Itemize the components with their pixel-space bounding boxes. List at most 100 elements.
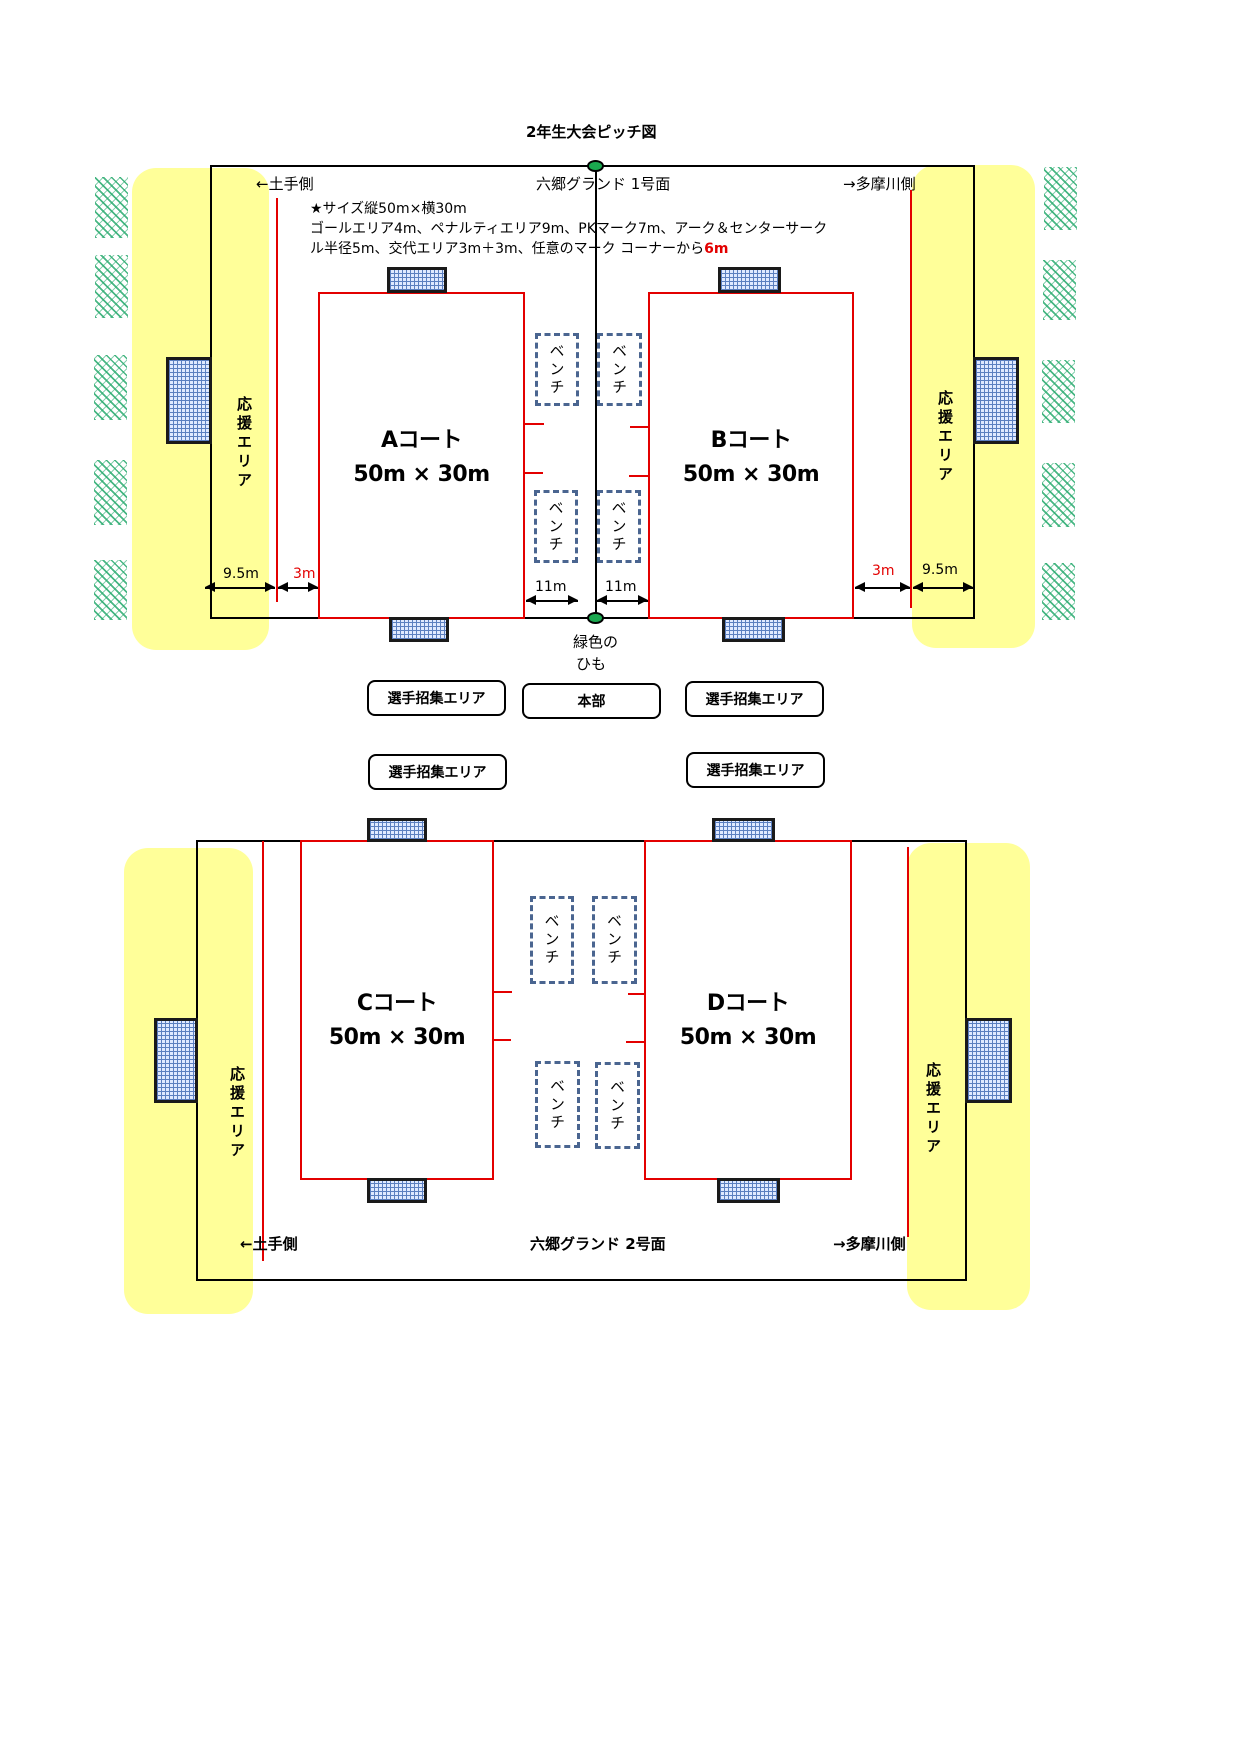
court-d: Dコート 50m × 30m bbox=[644, 840, 852, 1180]
bench: ベンチ bbox=[535, 1061, 580, 1148]
tree-icon bbox=[1043, 260, 1076, 320]
player-assembly-area-1: 選手招集エリア bbox=[367, 680, 506, 716]
tree-icon bbox=[94, 560, 127, 620]
bench-label: ベンチ bbox=[608, 1078, 626, 1133]
bench: ベンチ bbox=[592, 896, 637, 984]
spec-note-line-3-text: ル半径5m、交代エリア3m＋3m、任意のマーク コーナーから bbox=[310, 241, 705, 257]
bench: ベンチ bbox=[534, 490, 578, 563]
dimension-arrow bbox=[855, 583, 910, 591]
direction-right-label: →多摩川側 bbox=[833, 1235, 906, 1253]
goal-net-icon bbox=[166, 357, 212, 444]
headquarters: 本部 bbox=[522, 683, 661, 719]
goal-net-icon bbox=[722, 617, 785, 642]
bench: ベンチ bbox=[597, 490, 641, 563]
spec-note-line-1: ★サイズ縦50m×横30m bbox=[310, 201, 467, 217]
green-cord-icon bbox=[587, 160, 604, 172]
center-divider bbox=[595, 165, 597, 617]
court-b-size: 50m × 30m bbox=[682, 462, 820, 487]
goal-net-icon bbox=[712, 818, 775, 842]
bench-label: ベンチ bbox=[548, 1077, 566, 1132]
dim-left-outer: 9.5m bbox=[223, 566, 259, 582]
bench: ベンチ bbox=[595, 1062, 640, 1149]
goal-net-icon bbox=[367, 818, 427, 842]
tree-icon bbox=[94, 355, 127, 420]
dim-left-inner: 3m bbox=[293, 566, 316, 582]
goal-net-icon bbox=[387, 267, 447, 293]
dimension-arrow bbox=[597, 596, 648, 604]
player-assembly-area-2: 選手招集エリア bbox=[685, 681, 824, 717]
line-left bbox=[262, 841, 264, 1261]
bench-label: ベンチ bbox=[546, 499, 565, 554]
dim-center-right: 11m bbox=[605, 579, 637, 595]
court-a: Aコート 50m × 30m bbox=[318, 292, 525, 619]
tree-icon bbox=[95, 255, 128, 318]
bench: ベンチ bbox=[535, 333, 579, 406]
support-area-left-label: 応援エリア bbox=[235, 396, 253, 491]
substitution-mark bbox=[494, 1039, 511, 1041]
spec-note-line-2: ゴールエリア4m、ペナルティエリア9m、PKマーク7m、アーク＆センターサーク bbox=[310, 221, 828, 237]
tree-icon bbox=[95, 177, 128, 238]
spec-note-line-3: ル半径5m、交代エリア3m＋3m、任意のマーク コーナーから6m bbox=[310, 239, 728, 259]
green-cord-label-1: 緑色の bbox=[573, 633, 619, 651]
page-title: 2年生大会ピッチ図 bbox=[526, 123, 657, 141]
goal-net-icon bbox=[717, 1178, 780, 1203]
substitution-mark bbox=[525, 423, 544, 425]
goal-net-icon bbox=[973, 357, 1019, 444]
dimension-arrow bbox=[278, 583, 318, 591]
court-c: Cコート 50m × 30m bbox=[300, 840, 494, 1180]
corner-mark-distance: 6m bbox=[704, 241, 729, 257]
bench-label: ベンチ bbox=[605, 913, 623, 967]
green-cord-label-2: ひも bbox=[576, 655, 607, 673]
goal-net-icon bbox=[367, 1178, 427, 1203]
dim-right-inner: 3m bbox=[872, 563, 895, 579]
dim-center-left: 11m bbox=[535, 579, 567, 595]
court-d-name: Dコート bbox=[706, 991, 790, 1016]
bench-label: ベンチ bbox=[610, 342, 628, 397]
court-c-name: Cコート bbox=[356, 991, 438, 1016]
line-right bbox=[907, 847, 909, 1237]
substitution-mark bbox=[626, 1041, 644, 1043]
line-right bbox=[910, 190, 912, 608]
substitution-mark bbox=[494, 991, 512, 993]
goal-net-icon bbox=[389, 617, 449, 642]
tree-icon bbox=[1042, 360, 1075, 423]
goal-net-icon bbox=[718, 267, 781, 293]
tree-icon bbox=[94, 460, 127, 525]
court-b-name: Bコート bbox=[710, 428, 792, 453]
substitution-mark bbox=[630, 426, 648, 428]
substitution-mark bbox=[525, 472, 543, 474]
dimension-arrow bbox=[205, 583, 275, 591]
dimension-arrow bbox=[526, 596, 578, 604]
support-area-right-label: 応援エリア bbox=[936, 390, 954, 485]
court-d-size: 50m × 30m bbox=[679, 1025, 817, 1050]
court-c-size: 50m × 30m bbox=[328, 1025, 466, 1050]
support-area-right-label: 応援エリア bbox=[924, 1062, 942, 1157]
dimension-arrow bbox=[913, 583, 973, 591]
bench: ベンチ bbox=[530, 896, 574, 984]
field-1-name: 六郷グランド 1号面 bbox=[536, 175, 671, 193]
field-2-name: 六郷グランド 2号面 bbox=[530, 1235, 666, 1253]
player-assembly-area-4: 選手招集エリア bbox=[686, 752, 825, 788]
direction-left-label: ←土手側 bbox=[256, 175, 314, 193]
green-cord-icon bbox=[587, 612, 604, 624]
substitution-mark bbox=[629, 475, 648, 477]
bench-label: ベンチ bbox=[542, 913, 561, 967]
substitution-mark bbox=[628, 993, 644, 995]
direction-right-label: →多摩川側 bbox=[843, 175, 916, 193]
bench-label: ベンチ bbox=[547, 342, 566, 397]
support-area-left-label: 応援エリア bbox=[228, 1066, 246, 1161]
tree-icon bbox=[1042, 563, 1075, 620]
direction-left-label: ←土手側 bbox=[240, 1235, 298, 1253]
goal-net-icon bbox=[154, 1018, 198, 1103]
court-b: Bコート 50m × 30m bbox=[648, 292, 854, 619]
court-a-size: 50m × 30m bbox=[353, 462, 490, 487]
goal-net-icon bbox=[965, 1018, 1012, 1103]
line-left bbox=[276, 198, 278, 602]
bench-label: ベンチ bbox=[609, 499, 628, 554]
dim-right-outer: 9.5m bbox=[922, 562, 958, 578]
player-assembly-area-3: 選手招集エリア bbox=[368, 754, 507, 790]
court-a-name: Aコート bbox=[380, 428, 463, 453]
tree-icon bbox=[1044, 167, 1077, 230]
tree-icon bbox=[1042, 463, 1075, 527]
bench: ベンチ bbox=[597, 333, 642, 406]
